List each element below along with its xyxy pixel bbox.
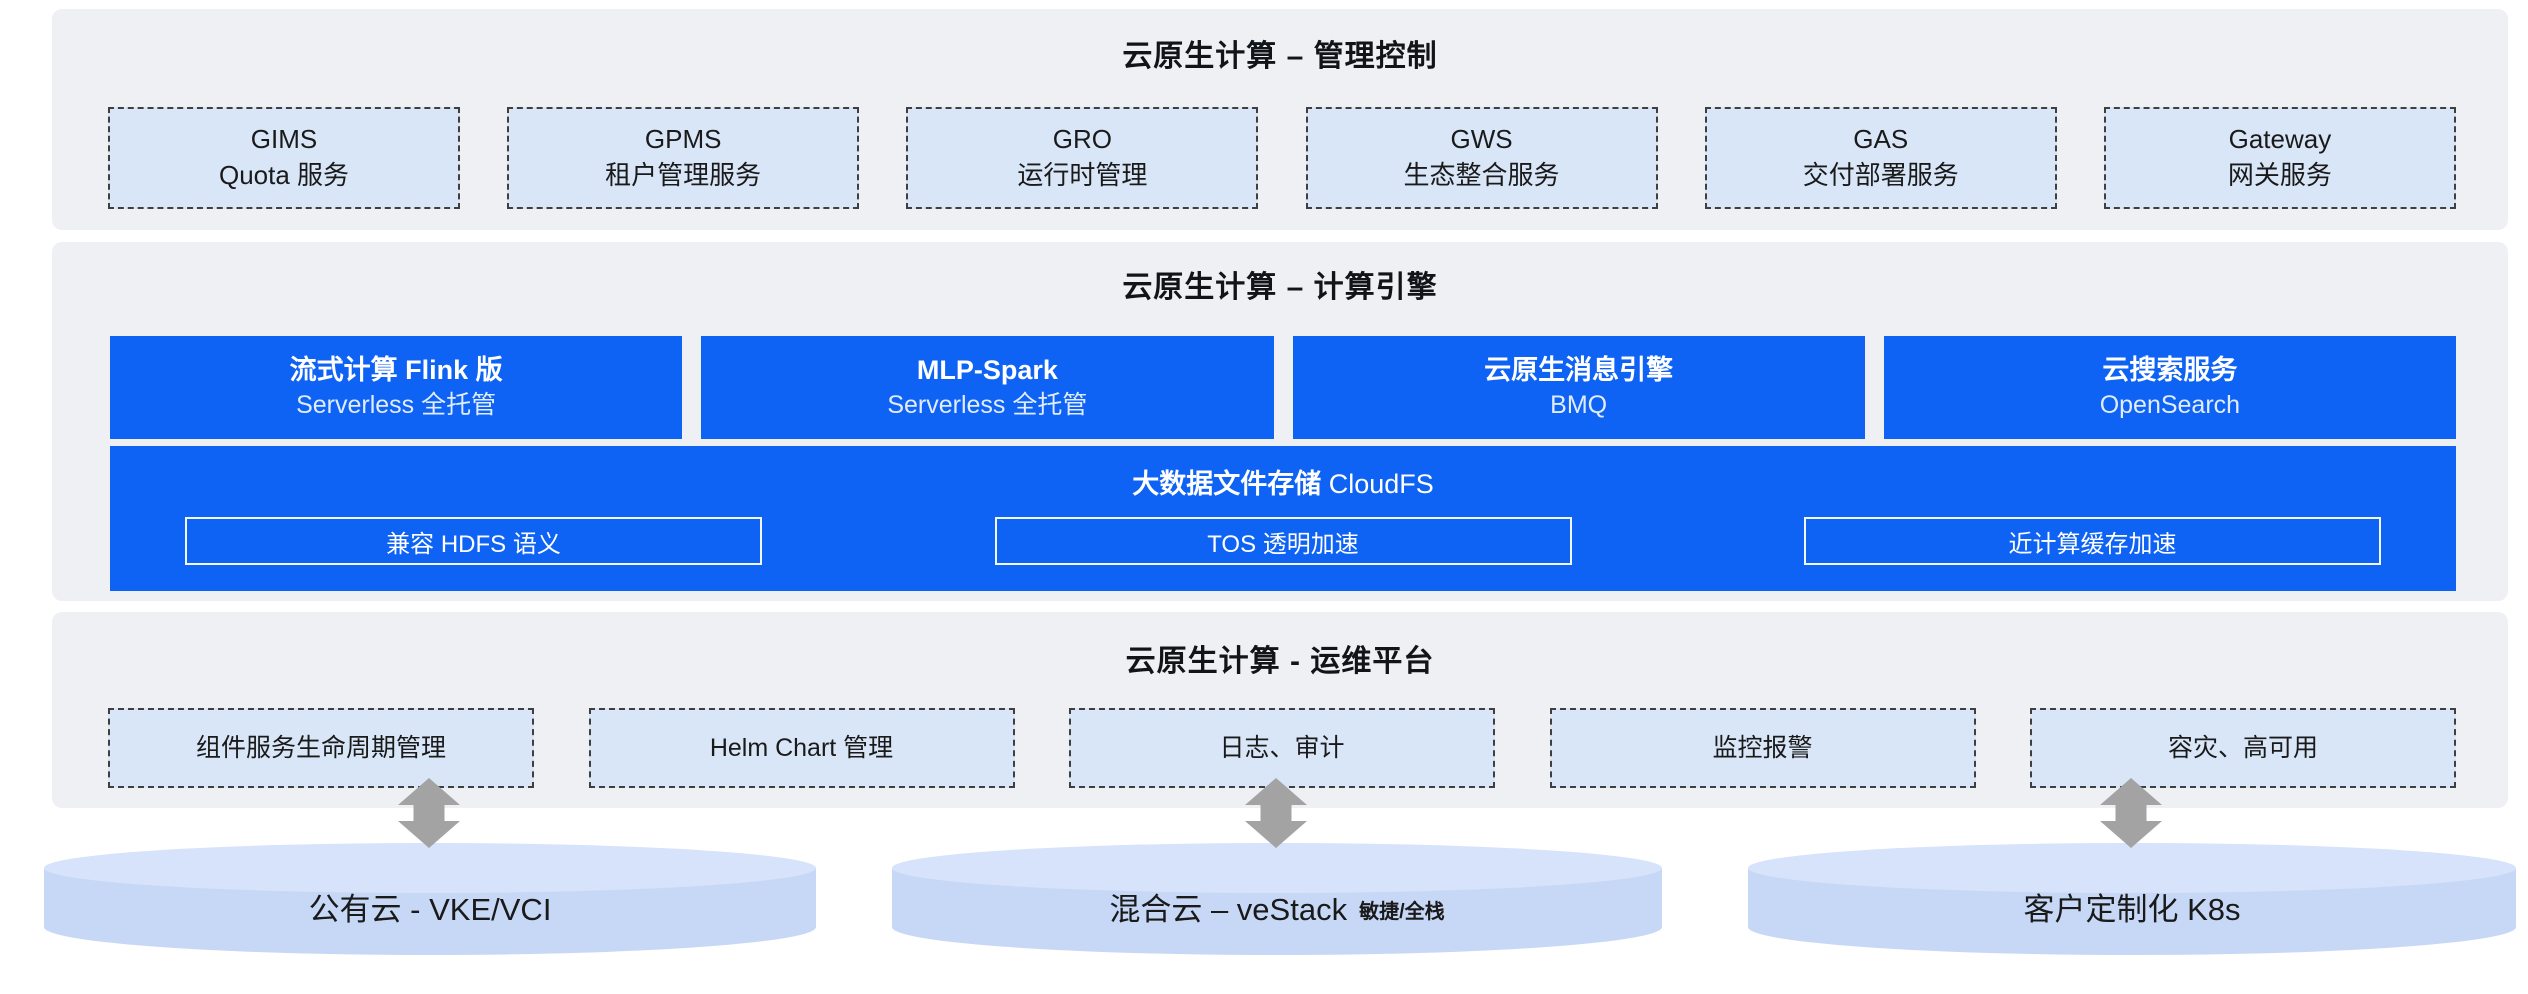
- mgmt-box-gims-name: GIMS: [250, 124, 318, 155]
- engine-box-flink: 流式计算 Flink 版 Serverless 全托管: [110, 336, 683, 439]
- engine-box-mlp-spark-name: MLP-Spark: [916, 355, 1058, 386]
- platform-custom-k8s: 客户定制化 K8s: [1748, 843, 2516, 955]
- ops-box-row: 组件服务生命周期管理 Helm Chart 管理 日志、审计 监控报警 容灾、高…: [108, 708, 2456, 788]
- cylinder-top-ellipse: [44, 843, 816, 893]
- engine-box-bmq-sub: BMQ: [1550, 390, 1608, 419]
- mgmt-box-gims: GIMS Quota 服务: [108, 107, 460, 209]
- engine-box-opensearch: 云搜索服务 OpenSearch: [1883, 336, 2456, 439]
- platform-hybrid-cloud-label: 混合云 – veStack 敏捷/全栈: [892, 843, 1662, 955]
- storage-feature-cache: 近计算缓存加速: [1804, 517, 2381, 565]
- storage-cloudfs-name: 大数据文件存储: [1132, 469, 1322, 499]
- ops-box-monitoring: 监控报警: [1549, 708, 1976, 788]
- mgmt-box-gas-name: GAS: [1853, 124, 1909, 155]
- double-arrow-icon: [1245, 778, 1307, 848]
- mgmt-box-gro: GRO 运行时管理: [906, 107, 1259, 209]
- mgmt-box-gateway: Gateway 网关服务: [2103, 107, 2456, 209]
- platform-hybrid-cloud-tag: 敏捷/全栈: [1359, 900, 1445, 923]
- section-ops-platform: 云原生计算 - 运维平台 组件服务生命周期管理 Helm Chart 管理 日志…: [52, 612, 2508, 808]
- management-box-row: GIMS Quota 服务 GPMS 租户管理服务 GRO 运行时管理 GWS …: [108, 107, 2456, 209]
- platform-public-cloud: 公有云 - VKE/VCI: [44, 843, 816, 955]
- engine-box-bmq: 云原生消息引擎 BMQ: [1292, 336, 1865, 439]
- platform-custom-k8s-text: 客户定制化 K8s: [2023, 891, 2241, 927]
- management-section-title: 云原生计算 – 管理控制: [1122, 40, 1438, 73]
- mgmt-box-gro-desc: 运行时管理: [1017, 160, 1148, 190]
- mgmt-box-gws-name: GWS: [1450, 124, 1513, 155]
- mgmt-box-gas: GAS 交付部署服务: [1704, 107, 2057, 209]
- engine-box-flink-sub: Serverless 全托管: [296, 390, 497, 419]
- cylinder-top-ellipse: [892, 843, 1662, 893]
- platform-public-cloud-label: 公有云 - VKE/VCI: [44, 843, 816, 955]
- engine-section-title: 云原生计算 – 计算引擎: [1122, 271, 1438, 304]
- engine-box-mlp-spark-sub: Serverless 全托管: [887, 390, 1088, 419]
- engine-box-opensearch-name: 云搜索服务: [2102, 355, 2238, 386]
- platform-custom-k8s-label: 客户定制化 K8s: [1748, 843, 2516, 955]
- mgmt-box-gpms-desc: 租户管理服务: [605, 160, 762, 190]
- ops-box-ha: 容灾、高可用: [2030, 708, 2456, 788]
- mgmt-box-gims-desc: Quota 服务: [218, 160, 350, 190]
- ops-box-helm: Helm Chart 管理: [588, 708, 1015, 788]
- storage-cloudfs-product: CloudFS: [1328, 469, 1434, 499]
- storage-cloudfs-title: 大数据文件存储 CloudFS: [110, 446, 2456, 501]
- mgmt-box-gro-name: GRO: [1052, 124, 1112, 155]
- mgmt-box-gpms: GPMS 租户管理服务: [507, 107, 860, 209]
- double-arrow-icon: [2100, 778, 2162, 848]
- engine-box-mlp-spark: MLP-Spark Serverless 全托管: [701, 336, 1274, 439]
- platform-hybrid-cloud-text: 混合云 – veStack: [1109, 891, 1348, 927]
- cylinder-top-ellipse: [1748, 843, 2516, 893]
- section-management-control: 云原生计算 – 管理控制 GIMS Quota 服务 GPMS 租户管理服务 G…: [52, 9, 2508, 230]
- double-arrow-icon: [398, 778, 460, 848]
- mgmt-box-gws: GWS 生态整合服务: [1305, 107, 1658, 209]
- mgmt-box-gws-desc: 生态整合服务: [1403, 160, 1560, 190]
- storage-feature-row: 兼容 HDFS 语义 TOS 透明加速 近计算缓存加速: [185, 517, 2381, 565]
- engine-box-opensearch-sub: OpenSearch: [2099, 390, 2241, 419]
- engine-box-row: 流式计算 Flink 版 Serverless 全托管 MLP-Spark Se…: [110, 336, 2456, 439]
- engine-box-bmq-name: 云原生消息引擎: [1484, 355, 1674, 386]
- ops-box-lifecycle: 组件服务生命周期管理: [108, 708, 534, 788]
- mgmt-box-gas-desc: 交付部署服务: [1802, 160, 1959, 190]
- storage-cloudfs-box: 大数据文件存储 CloudFS 兼容 HDFS 语义 TOS 透明加速 近计算缓…: [110, 446, 2456, 591]
- ops-section-title: 云原生计算 - 运维平台: [1125, 645, 1435, 678]
- mgmt-box-gpms-name: GPMS: [644, 124, 722, 155]
- mgmt-box-gateway-desc: 网关服务: [2227, 160, 2332, 190]
- storage-feature-tos: TOS 透明加速: [994, 517, 1572, 565]
- section-compute-engine: 云原生计算 – 计算引擎 流式计算 Flink 版 Serverless 全托管…: [52, 242, 2508, 601]
- platform-hybrid-cloud: 混合云 – veStack 敏捷/全栈: [892, 843, 1662, 955]
- mgmt-box-gateway-name: Gateway: [2228, 124, 2332, 155]
- engine-box-flink-name: 流式计算 Flink 版: [289, 355, 503, 386]
- platform-public-cloud-text: 公有云 - VKE/VCI: [308, 891, 552, 927]
- ops-box-log-audit: 日志、审计: [1069, 708, 1495, 788]
- storage-feature-hdfs: 兼容 HDFS 语义: [185, 517, 762, 565]
